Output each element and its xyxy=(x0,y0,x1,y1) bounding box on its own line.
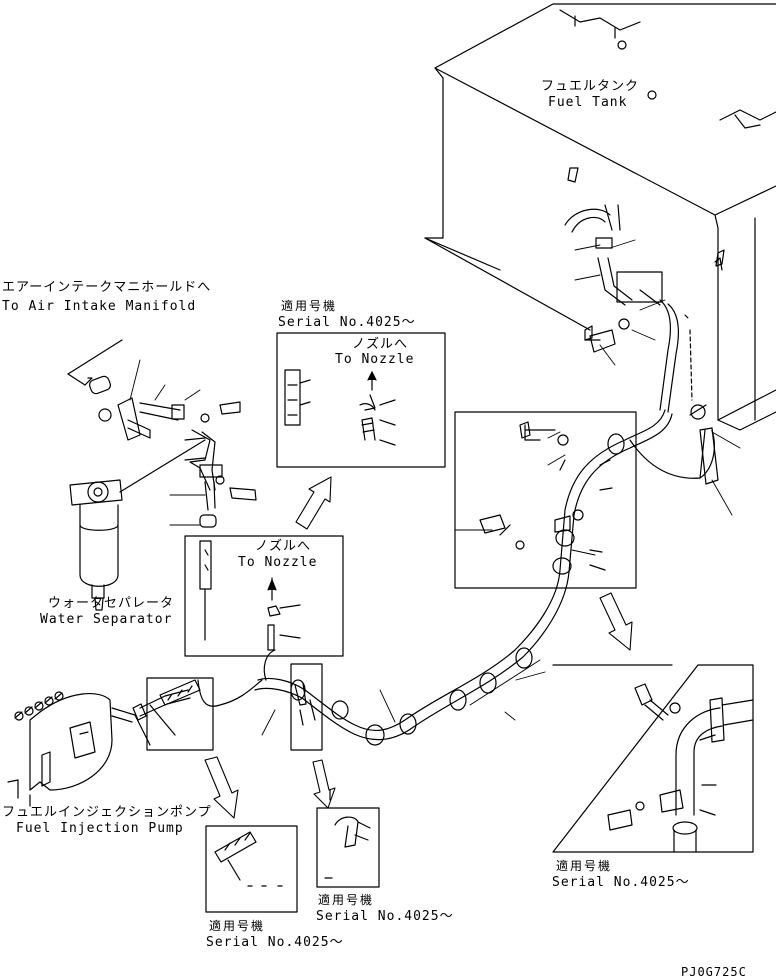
injection-pump-label-jp: フュエルインジェクションポンプ xyxy=(2,805,212,820)
water-separator-drawing xyxy=(69,439,206,611)
serial-label-bottom-left: Serial No.4025～ xyxy=(206,935,344,950)
fuel-tank-label-en: Fuel Tank xyxy=(548,95,628,110)
air-intake-label-jp: エアーインテークマニホールドへ xyxy=(2,280,212,295)
inset-box-serial-top xyxy=(276,332,446,468)
serial-label-bottom-mid: Serial No.4025～ xyxy=(316,909,454,924)
serial-label-right: Serial No.4025～ xyxy=(552,875,690,890)
applicable-label-right: 適用号機 xyxy=(556,859,613,873)
nozzle-label-mid-jp: ノズルへ xyxy=(255,539,312,554)
applicable-label-bottom-mid: 適用号機 xyxy=(318,893,375,907)
drawing-code: PJ0G725C xyxy=(681,965,747,979)
return-hose xyxy=(629,404,719,485)
water-separator-label-en: Water Separator xyxy=(40,612,173,627)
inset-box-mid-detail xyxy=(454,411,637,589)
part-leader-lines xyxy=(129,239,741,736)
nozzle-label-top-jp: ノズルへ xyxy=(352,337,409,352)
fuel-tank-drawing xyxy=(424,3,776,431)
injection-pump-drawing xyxy=(7,689,191,807)
nozzle-label-mid-en: To Nozzle xyxy=(238,555,318,570)
direction-arrows xyxy=(204,476,633,819)
separator-fittings xyxy=(67,339,257,528)
inset-box-pump-inlet xyxy=(146,677,214,751)
detail-leader-lines xyxy=(197,649,331,801)
inset-box-clamp xyxy=(290,663,323,751)
inset-box-clamp-bottom xyxy=(316,807,380,888)
inset-box-serial-right xyxy=(552,664,754,853)
inset-box-hose xyxy=(205,825,298,913)
fuel-tank-label-jp: フュエルタンク xyxy=(541,79,640,94)
serial-label-top: Serial No.4025～ xyxy=(278,315,416,330)
water-separator-label-jp: ウォータセパレータ xyxy=(48,596,175,611)
applicable-label-bottom-left: 適用号機 xyxy=(209,919,266,933)
injection-pump-label-en: Fuel Injection Pump xyxy=(16,821,184,836)
applicable-label-top: 適用号機 xyxy=(281,299,338,313)
inset-box-nozzle xyxy=(184,535,344,657)
tank-outlet-fittings xyxy=(564,204,693,413)
nozzle-label-top-en: To Nozzle xyxy=(335,352,415,367)
air-intake-label-en: To Air Intake Manifold xyxy=(2,299,197,314)
